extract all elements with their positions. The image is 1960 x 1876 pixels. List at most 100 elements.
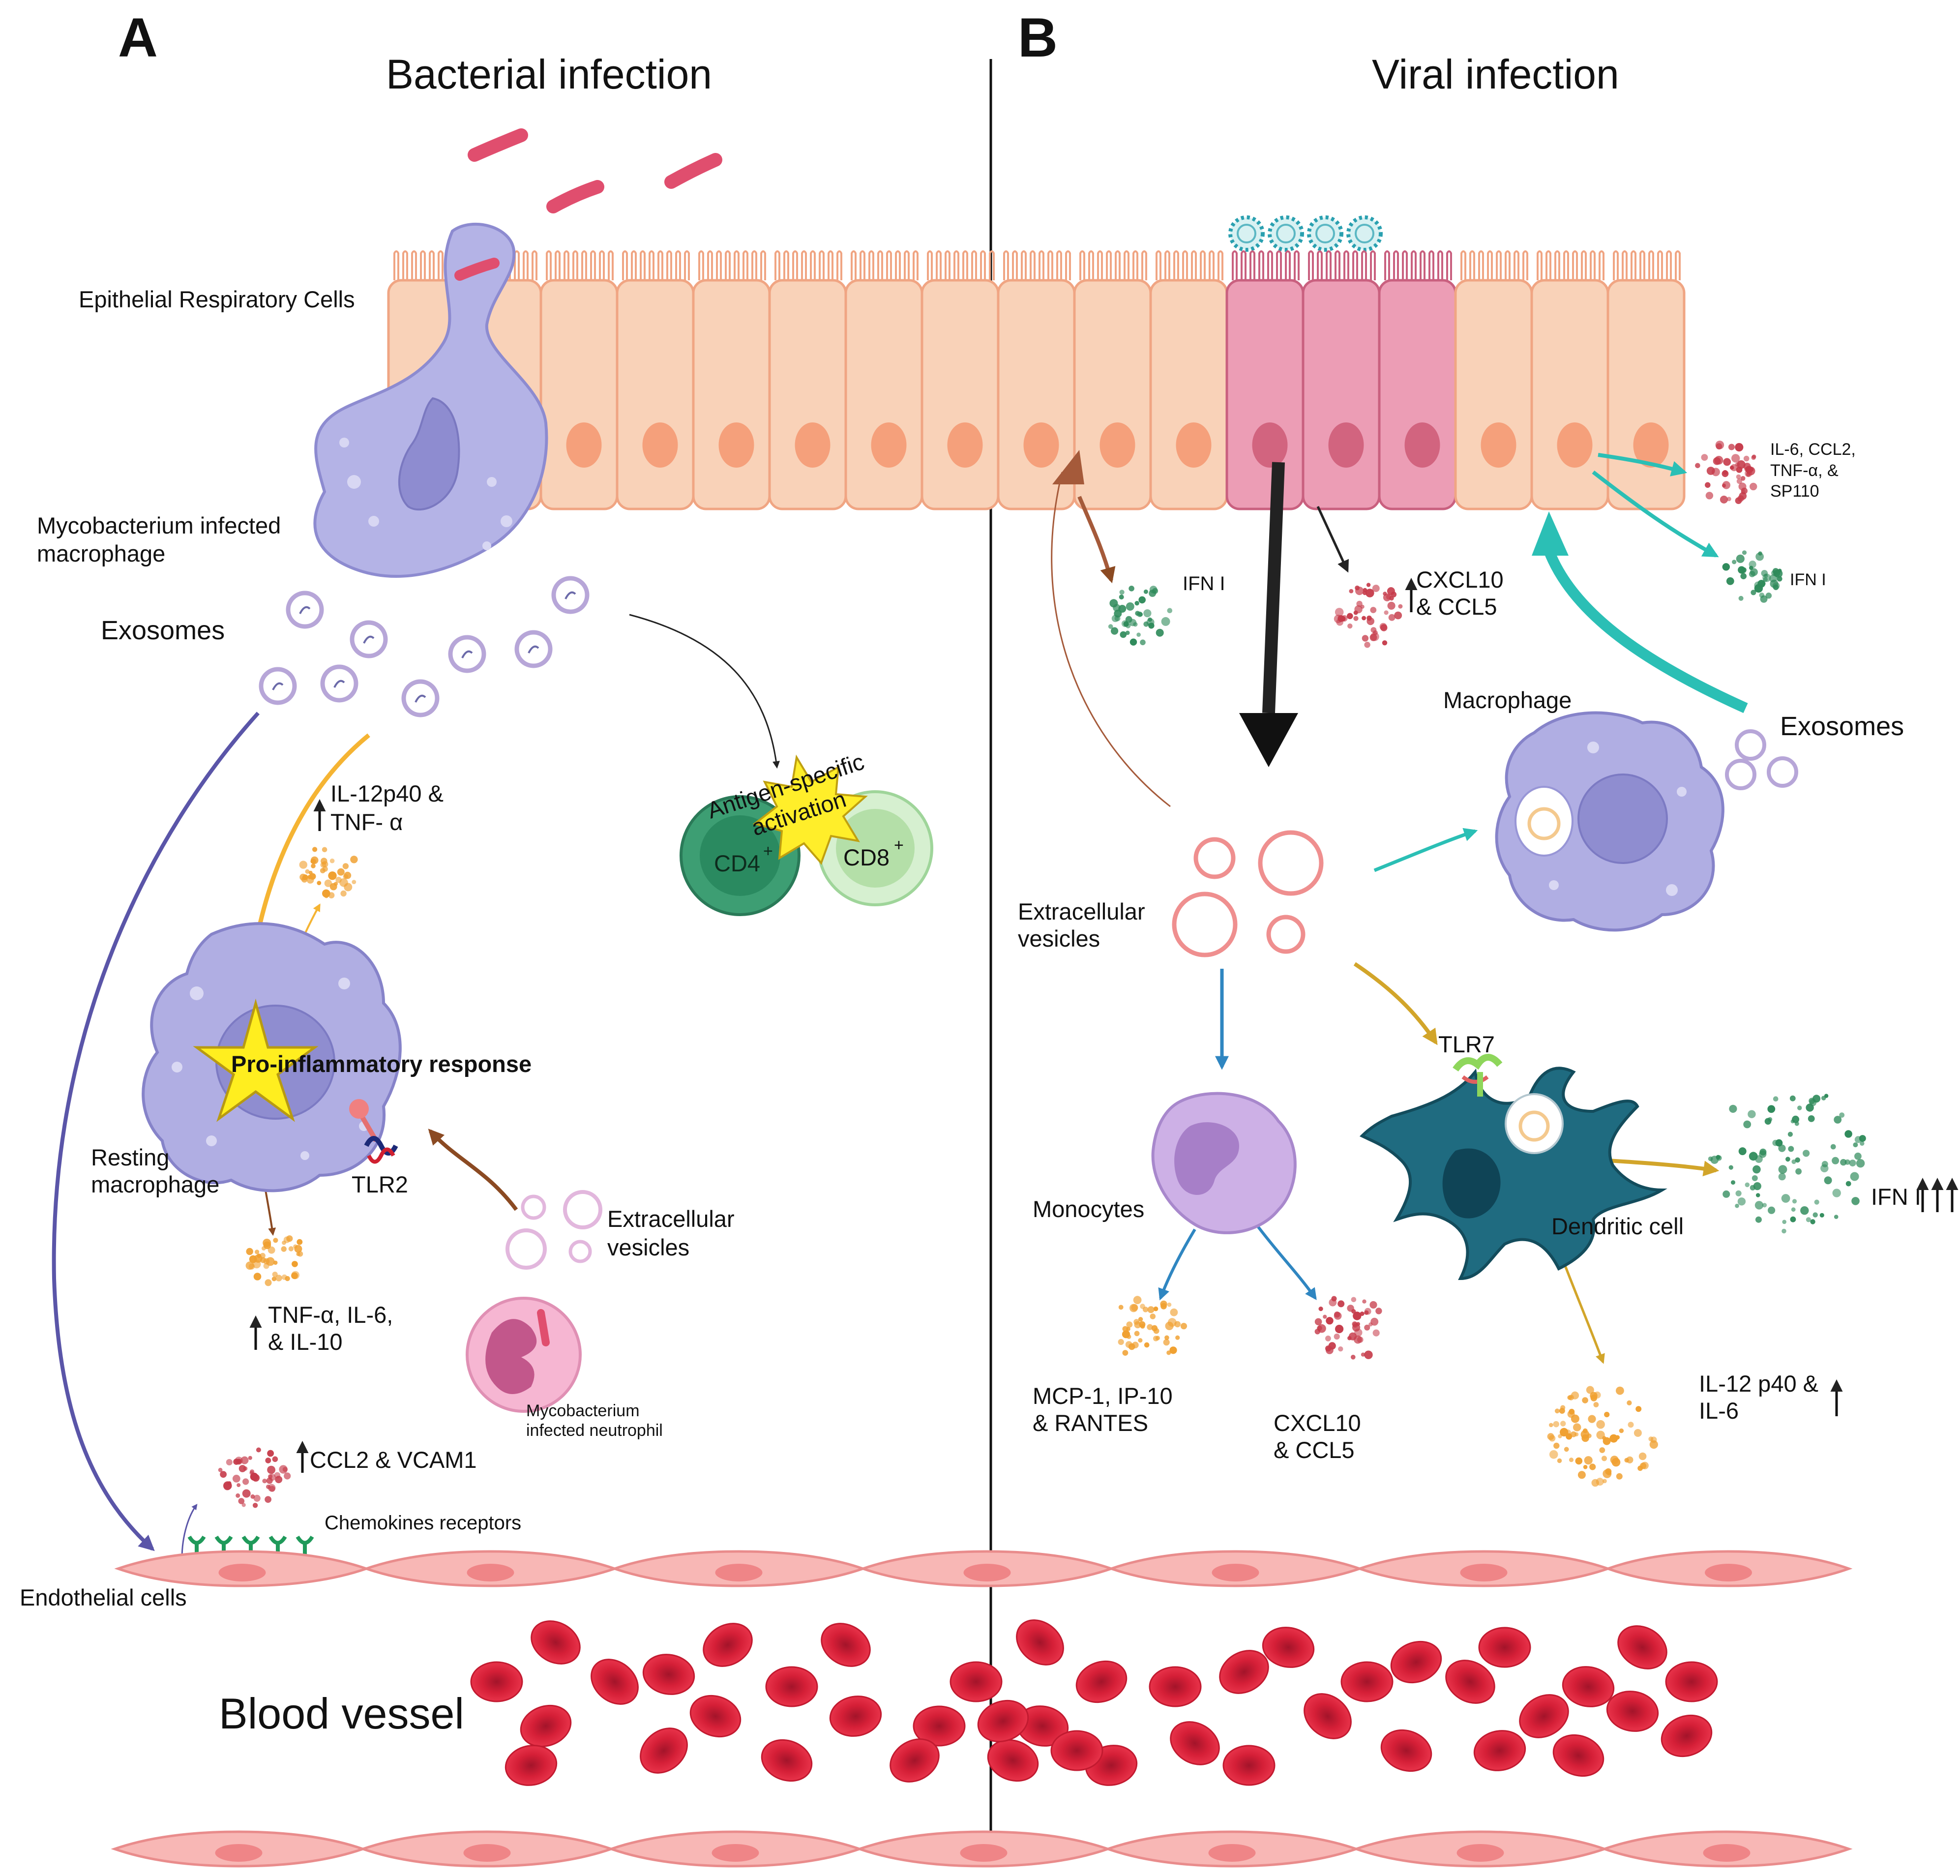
label-tnf-il6-il10-1: TNF-α, IL-6, [268,1302,393,1328]
exosome [448,635,486,673]
label-cd4-plus: + [763,842,773,861]
cell-nucleus [1252,422,1288,468]
red-blood-cell [1262,1627,1315,1668]
tlr7-receptor [1453,1054,1503,1097]
label-cxcl10-top-1: CXCL10 [1416,566,1504,593]
label-cd4: CD4 [714,850,760,876]
epithelial-cell [692,279,771,510]
label-macrophage-right: Macrophage [1443,687,1572,713]
label-dendritic-cell: Dendritic cell [1551,1213,1684,1239]
cell-nucleus [718,422,754,468]
label-resting-macrophage-1: Resting [91,1144,169,1170]
t-cells [680,754,933,916]
title-bacterial-infection: Bacterial infection [386,51,712,97]
label-resting-macrophage-2: macrophage [91,1171,219,1197]
label-il12-tnf-1: IL-12p40 & [330,780,444,806]
label-pro-inflammatory: Pro-inflammatory response [231,1051,532,1077]
label-tnf-il6-il10-2: & IL-10 [268,1329,343,1355]
red-blood-cell [1219,1650,1269,1694]
cell-nucleus [1328,422,1364,468]
label-cxcl10-bottom-2: & CCL5 [1274,1437,1355,1463]
red-blood-cell [950,1661,1003,1702]
exosome [551,576,590,614]
label-extracellular-vesicles-right-1: Extracellular [1018,898,1145,924]
label-epithelial-cells: Epithelial Respiratory Cells [79,286,355,312]
label-infected-macrophage-2: macrophage [37,540,165,566]
red-blood-cell [591,1659,639,1705]
exosomes-right [1725,729,1798,790]
label-ccl2-vcam1: CCL2 & VCAM1 [310,1447,477,1473]
label-monocytes: Monocytes [1033,1196,1144,1222]
red-blood-cell [531,1620,581,1665]
endothelium-bottom [111,1830,1853,1868]
label-extracellular-vesicles-right-2: vesicles [1018,925,1100,952]
label-il6-group-3: SP110 [1770,482,1819,501]
label-il6-group-1: IL-6, CCL2, [1770,440,1856,459]
exosome [259,667,297,705]
triple-up-arrows [1916,1178,1959,1212]
label-chemokine-receptors: Chemokines receptors [325,1512,521,1534]
tlr2-receptor [349,1099,398,1164]
red-blood-cell [1617,1625,1667,1669]
cytokine-ifn-high [1708,1094,1866,1234]
epithelial-cell [539,279,619,510]
epithelial-cell [844,279,923,510]
red-blood-cell [1665,1661,1718,1702]
red-blood-cell [689,1695,742,1738]
cell-nucleus [1176,422,1212,468]
virus [1228,215,1265,252]
red-blood-cell [1304,1693,1352,1739]
label-il12-tnf-2: TNF- α [330,809,403,835]
cell-nucleus [1023,422,1059,468]
label-infected-macrophage-1: Mycobacterium infected [37,512,281,538]
panel-label-a: A [118,7,158,68]
cytokine-mcp [1118,1296,1188,1356]
label-ifn-i-right: IFN I [1790,570,1826,589]
epithelial-cell [616,279,695,510]
epithelial-cell [1378,279,1457,510]
red-blood-cell [1478,1627,1531,1668]
red-blood-cell [1222,1745,1276,1786]
cell-nucleus [566,422,602,468]
activation-burst [752,754,868,865]
epithelial-cell [1073,279,1152,510]
red-blood-cell [642,1654,695,1695]
cell-nucleus [1099,422,1135,468]
label-il12-right-1: IL-12 p40 & [1699,1370,1818,1397]
red-blood-cell [987,1739,1039,1782]
virus [1346,215,1383,252]
red-blood-cell [1445,1660,1495,1704]
epithelial-cell [1606,279,1686,510]
label-il12-right-2: IL-6 [1699,1398,1739,1424]
cytokine-cxcl10-top [1334,583,1403,648]
red-blood-cell [977,1699,1029,1743]
red-blood-cell [913,1705,966,1747]
red-blood-cell [829,1696,882,1737]
cell-nucleus [1481,422,1516,468]
cytokine-cluster-ccl2 [218,1447,291,1508]
label-cxcl10-top-2: & CCL5 [1416,594,1497,620]
epithelial-cell [1149,279,1228,510]
exosome [401,679,440,717]
infected-neutrophil [466,1297,582,1413]
exosomes-left [259,576,590,717]
red-blood-cell [765,1666,818,1707]
cell-nucleus [1404,422,1440,468]
exosome [514,630,553,668]
red-blood-cell [1170,1721,1220,1765]
epithelial-cell [1302,279,1381,510]
label-infected-neutrophil-2: infected neutrophil [526,1421,663,1440]
red-blood-cells [470,1619,1718,1786]
label-infected-neutrophil-1: Mycobacterium [526,1401,640,1420]
red-blood-cell [703,1623,753,1667]
monocyte [1151,1092,1297,1234]
red-blood-cell [1606,1691,1659,1732]
red-blood-cell [1340,1661,1394,1702]
label-cd8-plus: + [894,836,904,855]
extracellular-vesicles-left [505,1190,602,1270]
infected-macrophage [313,223,548,578]
red-blood-cell [1016,1619,1064,1666]
red-blood-cell [505,1745,558,1786]
epithelial-layer [387,250,1686,510]
label-endothelial-cells: Endothelial cells [20,1584,187,1610]
